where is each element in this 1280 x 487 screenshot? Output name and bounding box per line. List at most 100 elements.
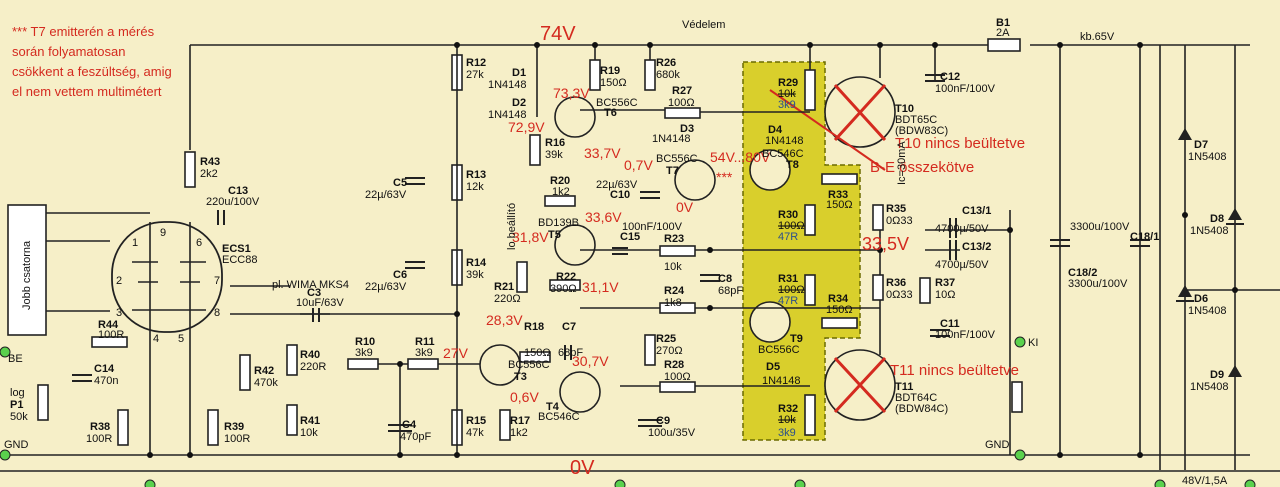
right-channel-label: Jobb csatorna <box>21 240 33 310</box>
note-line-4: el nem vettem multimétert <box>12 84 162 99</box>
svg-text:2A: 2A <box>996 27 1010 39</box>
r20-body <box>544 195 576 207</box>
svg-text:R36: R36 <box>886 277 906 289</box>
svg-text:D6: D6 <box>1194 293 1208 305</box>
svg-text:100R: 100R <box>98 329 124 341</box>
svg-text:1N4148: 1N4148 <box>765 135 804 147</box>
svg-text:10uF/63V: 10uF/63V <box>296 297 344 309</box>
terminal-4[interactable] <box>1154 479 1166 487</box>
svg-text:100nF/100V: 100nF/100V <box>622 221 683 233</box>
terminal-2[interactable] <box>614 479 626 487</box>
svg-text:33,6V: 33,6V <box>585 209 622 225</box>
svg-text:R12: R12 <box>466 57 486 69</box>
svg-text:R37: R37 <box>935 277 955 289</box>
r18-body <box>519 351 551 363</box>
svg-text:470k: 470k <box>254 377 278 389</box>
svg-text:P1: P1 <box>10 399 23 411</box>
svg-text:BC546C: BC546C <box>538 411 580 423</box>
svg-text:C9: C9 <box>656 415 670 427</box>
svg-text:ECS1: ECS1 <box>222 243 251 255</box>
svg-text:R22: R22 <box>556 271 576 283</box>
r43-body <box>184 151 196 188</box>
gnd-out-label: GND <box>985 439 1010 451</box>
capacitors <box>72 74 1150 432</box>
svg-text:1: 1 <box>132 237 138 249</box>
svg-text:R29: R29 <box>778 77 798 89</box>
svg-text:R27: R27 <box>672 85 692 97</box>
svg-text:R28: R28 <box>664 359 684 371</box>
wire <box>149 45 1161 470</box>
svg-text:680k: 680k <box>656 69 680 81</box>
svg-text:C13/2: C13/2 <box>962 241 991 253</box>
svg-text:150Ω: 150Ω <box>826 199 853 211</box>
note-line-1: *** T7 emitterén a mérés <box>12 24 155 39</box>
svg-text:3300u/100V: 3300u/100V <box>1068 278 1128 290</box>
svg-text:BC556C: BC556C <box>508 359 550 371</box>
svg-text:C7: C7 <box>562 321 576 333</box>
svg-text:T9: T9 <box>790 333 803 345</box>
rectifier-diodes <box>1176 128 1244 377</box>
svg-text:39k: 39k <box>466 269 484 281</box>
svg-text:R16: R16 <box>545 137 565 149</box>
be-connected-note: B-E összekötve <box>870 159 974 176</box>
svg-text:B1: B1 <box>996 17 1010 29</box>
svg-text:22µ/63V: 22µ/63V <box>365 281 407 293</box>
svg-text:R40: R40 <box>300 349 320 361</box>
svg-text:1N5408: 1N5408 <box>1190 225 1229 237</box>
svg-text:50k: 50k <box>10 411 28 423</box>
svg-text:R13: R13 <box>466 169 486 181</box>
svg-text:D5: D5 <box>766 361 780 373</box>
fuse-b1 <box>987 38 1021 52</box>
r16-body <box>529 134 541 166</box>
terminal-5[interactable] <box>1244 479 1256 487</box>
svg-text:47R: 47R <box>778 231 798 243</box>
svg-text:2: 2 <box>116 275 122 287</box>
svg-text:1N4148: 1N4148 <box>488 79 527 91</box>
svg-text:100nF/100V: 100nF/100V <box>935 83 996 95</box>
svg-text:30,7V: 30,7V <box>572 353 609 369</box>
terminal-1[interactable] <box>144 479 156 487</box>
svg-text:3k9: 3k9 <box>778 99 796 111</box>
svg-text:12k: 12k <box>466 181 484 193</box>
svg-text:R30: R30 <box>778 209 798 221</box>
svg-text:R34: R34 <box>828 293 849 305</box>
svg-text:R35: R35 <box>886 203 906 215</box>
svg-text:150Ω: 150Ω <box>826 304 853 316</box>
svg-text:72,9V: 72,9V <box>508 119 545 135</box>
output-terminal-gnd[interactable] <box>1014 449 1026 461</box>
svg-text:C13: C13 <box>228 185 248 197</box>
svg-text:T8: T8 <box>786 159 799 171</box>
svg-text:3300u/100V: 3300u/100V <box>1070 221 1130 233</box>
svg-text:T11: T11 <box>895 381 913 393</box>
svg-text:10k: 10k <box>778 414 796 426</box>
svg-text:33,5V: 33,5V <box>862 234 909 254</box>
speaker-body <box>1011 381 1023 413</box>
svg-text:1N5408: 1N5408 <box>1188 151 1227 163</box>
svg-text:BC556C: BC556C <box>596 97 638 109</box>
svg-text:R18: R18 <box>524 321 544 333</box>
terminal-3[interactable] <box>794 479 806 487</box>
svg-text:R17: R17 <box>510 415 530 427</box>
junctions <box>147 42 1238 458</box>
svg-text:D8: D8 <box>1210 213 1224 225</box>
svg-text:390Ω: 390Ω <box>550 283 577 295</box>
r22-body <box>549 279 581 291</box>
svg-text:1N4148: 1N4148 <box>652 133 691 145</box>
r41-body <box>286 404 298 436</box>
supply-voltage-label: kb.65V <box>1080 31 1115 43</box>
svg-text:31,1V: 31,1V <box>582 279 619 295</box>
input-terminal-gnd[interactable] <box>0 449 11 461</box>
output-terminal-ki[interactable] <box>1014 336 1026 348</box>
svg-text:150Ω: 150Ω <box>524 347 551 359</box>
svg-text:4: 4 <box>153 333 159 345</box>
svg-text:C4: C4 <box>402 419 417 431</box>
svg-text:0V: 0V <box>570 457 595 479</box>
svg-text:(BDW84C): (BDW84C) <box>895 403 948 415</box>
r30-body <box>804 204 816 236</box>
svg-text:10Ω: 10Ω <box>935 289 955 301</box>
svg-text:C15: C15 <box>620 231 640 243</box>
svg-text:3k9: 3k9 <box>415 347 433 359</box>
svg-text:T3: T3 <box>514 371 527 383</box>
input-terminal-be[interactable] <box>0 346 11 358</box>
